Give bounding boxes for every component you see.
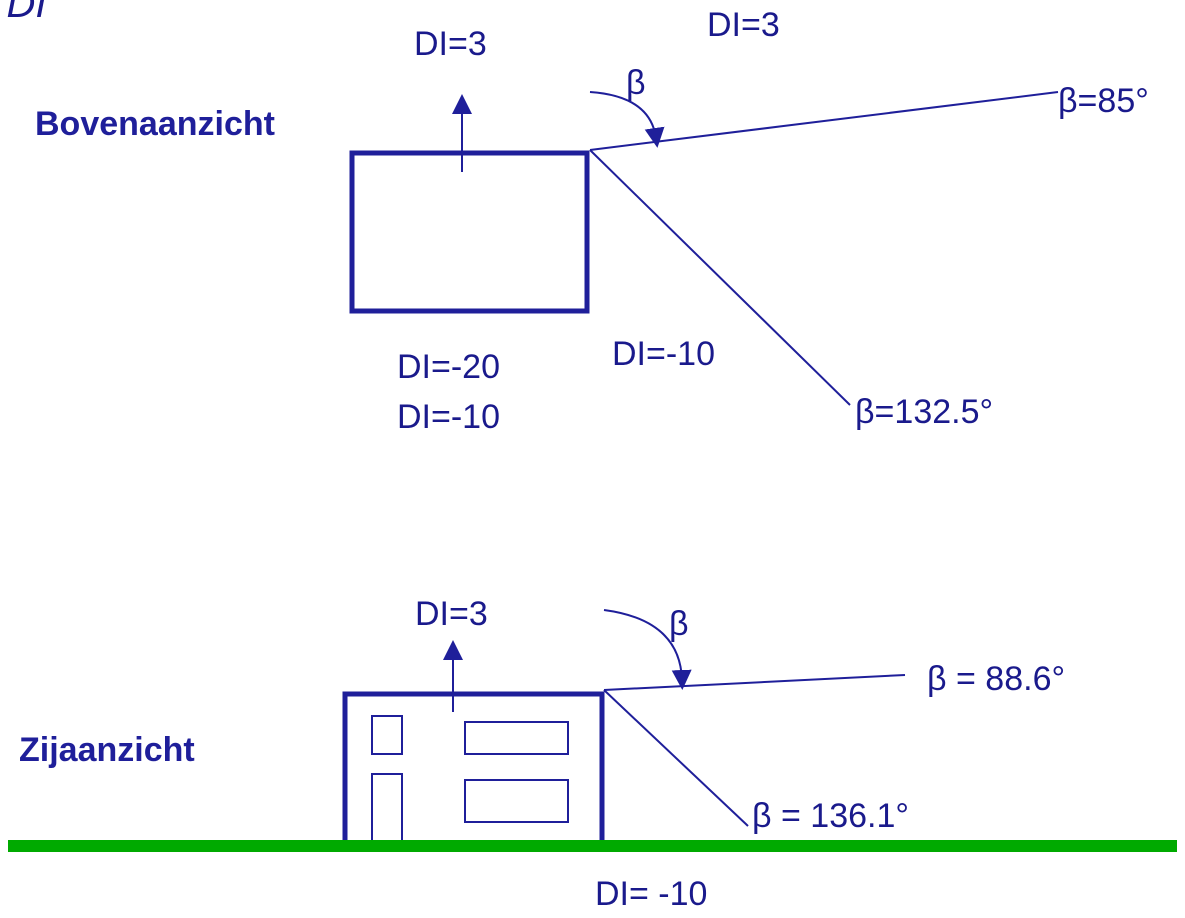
top-view-beta-symbol: β [626, 64, 646, 102]
top-view-beta-132-label: β=132.5° [855, 393, 994, 431]
side-view-di-ground: DI= -10 [595, 875, 708, 913]
side-view-line-beta-88 [603, 674, 906, 691]
side-view-beta-88-label: β = 88.6° [927, 660, 1066, 698]
side-view-door [371, 773, 403, 845]
top-view-title: Bovenaanzicht [35, 105, 275, 143]
side-view-beta-136-label: β = 136.1° [752, 797, 909, 835]
side-view-title: Zijaanzicht [19, 731, 195, 769]
top-view-line-beta-85 [589, 91, 1059, 151]
header-fragment: + DI [0, 0, 47, 26]
side-view-window-bottom [464, 779, 569, 823]
side-view-beta-arc [603, 609, 692, 690]
top-view-beta-arc [589, 91, 665, 148]
top-view-di-up-right: DI=3 [707, 6, 780, 44]
side-view-beta-symbol: β [669, 605, 689, 643]
top-view-di-bottom-2: DI=-10 [397, 398, 500, 436]
top-view-di-right: DI=-10 [612, 335, 715, 373]
top-view-building [349, 150, 590, 314]
side-view-di-up: DI=3 [415, 595, 488, 633]
side-view-window-small [371, 715, 403, 755]
top-view-di-up-left: DI=3 [414, 25, 487, 63]
side-view-line-beta-136 [603, 689, 749, 827]
side-view-window-top [464, 721, 569, 755]
top-view-beta-85-label: β=85° [1058, 82, 1149, 120]
top-view-di-bottom-1: DI=-20 [397, 348, 500, 386]
top-view-line-beta-132 [589, 149, 851, 406]
